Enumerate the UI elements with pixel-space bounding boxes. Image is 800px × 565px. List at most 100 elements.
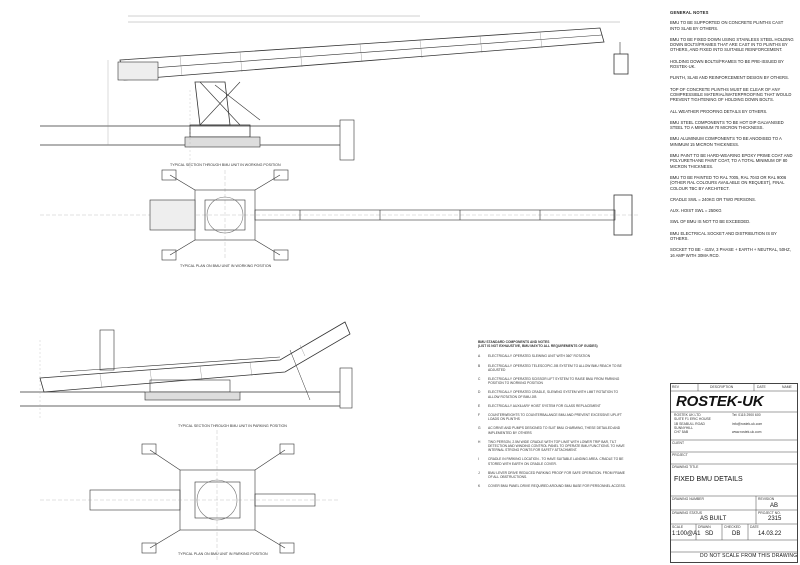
- checked-value: DB: [732, 531, 741, 537]
- list-item-key: D: [478, 390, 481, 395]
- list-item-text: AC DRIVE AND PUMPS DESIGNED TO SUIT BMU …: [488, 426, 621, 435]
- list-item: C ELECTRICALLY OPERATED SCISSOR LIFT SYST…: [478, 377, 628, 385]
- checked-label: CHECKED: [724, 525, 741, 529]
- date-label: DATE: [757, 385, 766, 389]
- list-item: J BMU LEVER DRIVE REDUCED PARKING PROOF F…: [478, 471, 628, 479]
- address-line: SUNNYHILL: [674, 425, 694, 430]
- list-item: K COVER BMU PANEL DRIVE REQUIRED AROUND B…: [478, 484, 628, 488]
- name-label: NAME: [782, 385, 792, 389]
- caption-section-working: TYPICAL SECTION THROUGH BMU UNIT IN WORK…: [170, 163, 281, 167]
- list-item: B ELECTRICALLY OPERATED TELESCOPIC JIB SY…: [478, 364, 628, 372]
- date-value: 14.03.22: [758, 531, 782, 537]
- drawing-title-label: DRAWING TITLE: [672, 465, 699, 469]
- list-item-key: J: [478, 470, 480, 475]
- company-contact: Tel: 0115 2900 600 info@rostek-uk.com ww…: [732, 413, 762, 434]
- list-item: A ELECTRICALLY OPERATED SLEWING UNIT WITH…: [478, 354, 628, 358]
- list-item: G AC DRIVE AND PUMPS DESIGNED TO SUIT BMU…: [478, 426, 628, 434]
- bmu-components-list: BMU STANDARD COMPONENTS AND NOTES (LIST …: [478, 340, 628, 493]
- bmu-list-subtitle: (LIST IS NOT EXHAUSTIVE, BMU MAY/TO ALL …: [478, 344, 598, 349]
- date-label-2: DATE: [750, 525, 759, 529]
- list-item-key: E: [478, 403, 481, 408]
- caption-plan-parking: TYPICAL PLAN ON BMU UNIT IN PARKING POSI…: [178, 552, 268, 556]
- list-item-key: G: [478, 426, 481, 431]
- contact-line: www.rostek-uk.com: [732, 430, 762, 435]
- note-item: BMU ELECTRICAL SOCKET AND DISTRIBUTION I…: [670, 230, 777, 242]
- general-notes-heading: GENERAL NOTES: [670, 10, 709, 15]
- note-item: PLINTH, SLAB AND REINFORCEMENT DESIGN BY…: [670, 75, 789, 81]
- list-item-text: ELECTRICALLY OPERATED CRADLE, SLEWING SY…: [488, 390, 619, 399]
- drawing-status: AS BUILT: [700, 516, 727, 522]
- note-item: BMU STEEL COMPONENTS TO BE HOT DIP GALVA…: [670, 119, 784, 131]
- contact-line: info@rostek-uk.com: [732, 421, 763, 426]
- list-item-text: BMU LEVER DRIVE REDUCED PARKING PROOF FO…: [488, 470, 625, 480]
- list-item: E ELECTRICALLY AUXILIARY HOIST SYSTEM FOR…: [478, 404, 628, 408]
- note-item: TOP OF CONCRETE PLINTHS MUST BE CLEAR OF…: [670, 86, 792, 103]
- section-parking-view: [20, 321, 353, 420]
- list-item-text: COVER BMU PANEL DRIVE REQUIRED AROUND BM…: [488, 484, 626, 489]
- list-item-key: B: [478, 363, 481, 368]
- drawing-status-label: DRAWING STATUS: [672, 511, 703, 515]
- note-item: BMU ALUMINIUM COMPONENTS TO BE ANODISED …: [670, 136, 782, 147]
- list-item-key: A: [478, 354, 481, 359]
- project-no: 2315: [768, 516, 782, 522]
- scale-value: 1:100@A1: [672, 531, 701, 537]
- list-item-key: I: [478, 457, 479, 462]
- project-label: PROJECT: [672, 453, 688, 457]
- project-no-label: PROJECT NO.: [758, 511, 781, 515]
- address-line: ROSTEK UK LTD: [674, 413, 701, 417]
- section-working-view: [40, 15, 629, 170]
- caption-section-parking: TYPICAL SECTION THROUGH BMU UNIT IN PARK…: [178, 424, 287, 428]
- bmu-list-title: BMU STANDARD COMPONENTS AND NOTES: [478, 340, 550, 344]
- list-item-text: ELECTRICALLY OPERATED SCISSOR LIFT SYSTE…: [488, 377, 620, 386]
- drawing-number-label: DRAWING NUMBER: [672, 497, 704, 501]
- list-item-key: F: [478, 413, 481, 418]
- scale-label: SCALE: [672, 525, 684, 529]
- list-item-text: CRADLE IN PARKING LOCATION - TO HAVE SUI…: [488, 457, 624, 466]
- client-label: CLIENT: [672, 441, 685, 445]
- note-item: BMU TO BE FIXED DOWN USING STAINLESS STE…: [670, 36, 794, 53]
- title-block: [670, 383, 798, 563]
- description-label: DESCRIPTION: [710, 385, 734, 389]
- note-item: AUX. HOIST SWL = 250kg: [670, 208, 722, 214]
- list-item-text: ELECTRICALLY OPERATED SLEWING UNIT WITH …: [488, 354, 591, 359]
- list-item: F COUNTERWEIGHTS TO COUNTERBALANCE BMU AN…: [478, 413, 628, 421]
- caption-plan-working: TYPICAL PLAN ON BMU UNIT IN WORKING POSI…: [180, 264, 272, 268]
- bmu-list-heading: BMU STANDARD COMPONENTS AND NOTES (LIST …: [478, 340, 628, 348]
- list-item-text: ELECTRICALLY OPERATED TELESCOPIC JIB SYS…: [488, 363, 622, 372]
- list-item-key: C: [478, 377, 481, 382]
- list-item: H TWO PERSON, 2.5m WIDE CRADLE WITH TOP L…: [478, 440, 628, 453]
- list-item: D ELECTRICALLY OPERATED CRADLE, SLEWING S…: [478, 390, 628, 398]
- note-item: SWL OF BMU IS NOT TO BE EXCEEDED.: [670, 219, 751, 225]
- list-item-key: H: [478, 439, 481, 444]
- note-item: ALL WEATHER PROOFING DETAILS BY OTHERS.: [670, 108, 768, 114]
- drawn-label: DRAWN: [698, 525, 711, 529]
- note-item: BMU PAINT TO BE HARD-WEARING EPOXY PRIME…: [670, 153, 793, 169]
- note-item: BMU TO BE SUPPORTED ON CONCRETE PLINTHS …: [670, 20, 784, 31]
- list-item-key: K: [478, 484, 481, 489]
- list-item: I CRADLE IN PARKING LOCATION - TO HAVE SU…: [478, 457, 628, 465]
- rev-label: REV: [672, 385, 679, 389]
- address-line: CH7 5AB: [674, 430, 689, 435]
- note-item: CRADLE SWL = 240kg OR TWO PERSONS.: [670, 196, 756, 202]
- revision-value: AB: [770, 503, 779, 509]
- general-notes: GENERAL NOTES BMU TO BE SUPPORTED ON CON…: [670, 10, 794, 264]
- list-item-text: COUNTERWEIGHTS TO COUNTERBALANCE BMU AND…: [488, 413, 622, 422]
- do-not-scale-note: DO NOT SCALE FROM THIS DRAWING: [700, 553, 798, 559]
- revision-label: REVISION: [758, 497, 775, 501]
- list-item-text: ELECTRICALLY AUXILIARY HOIST SYSTEM FOR …: [488, 403, 601, 408]
- title-block-grid: [670, 383, 798, 553]
- company-logo: ROSTEK-UK: [676, 393, 764, 410]
- drawing-title: FIXED BMU DETAILS: [674, 476, 743, 483]
- contact-line: Tel: 0115 2900 600: [732, 413, 761, 417]
- drawn-value: SD: [705, 531, 714, 537]
- address-line: SUITE F1 ERIC HOUSE: [674, 417, 711, 422]
- company-address: ROSTEK UK LTD SUITE F1 ERIC HOUSE 1B SEA…: [674, 413, 711, 434]
- list-item-text: TWO PERSON, 2.5m WIDE CRADLE WITH TOP LI…: [488, 439, 625, 453]
- plan-working-view: [40, 169, 640, 261]
- address-line: 1B SEABULL ROAD: [674, 421, 705, 426]
- note-item: HOLDING DOWN BOLTS/FRAMES TO BE PRE-ISSU…: [670, 58, 784, 70]
- note-item: BMU TO BE PAINTED TO RAL 7005, RAL 7043 …: [670, 174, 787, 191]
- note-item: SOCKET TO BE - 415v, 3 PHASE + EARTH + N…: [670, 247, 791, 258]
